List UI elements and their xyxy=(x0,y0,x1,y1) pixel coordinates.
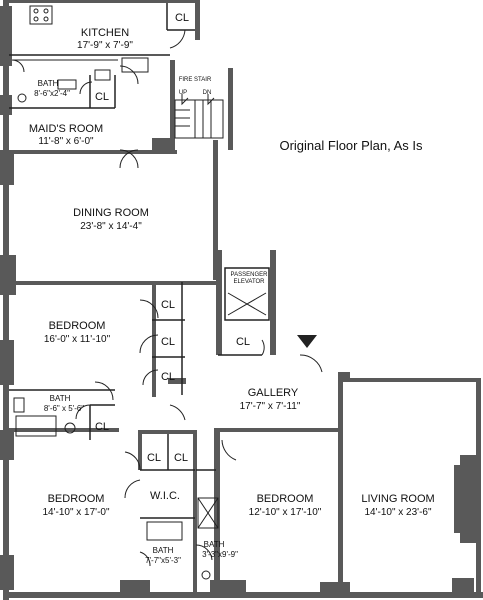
elevator-label-line2: ELEVATOR xyxy=(233,279,265,285)
living-room-dims: 14'-10" x 23'-6" xyxy=(364,507,432,518)
bath3-label: BATH xyxy=(153,546,174,555)
bath4-label: BATH xyxy=(204,540,225,549)
bedroom3-label: BEDROOM xyxy=(257,493,314,505)
wic-label: W.I.C. xyxy=(150,490,180,502)
dining-room-dims: 23'-8" x 14'-4" xyxy=(80,221,142,232)
elevator-label-line1: PASSENGER xyxy=(231,272,269,278)
maid-bath-dims: 8'-6"x2'-4" xyxy=(34,89,70,98)
bath2-closet-label: CL xyxy=(95,421,109,433)
hall-closet-a-label: CL xyxy=(147,452,161,464)
fire-stair-label: FIRE STAIR xyxy=(179,77,212,83)
gallery-label: GALLERY xyxy=(248,387,299,399)
plan-title: Original Floor Plan, As Is xyxy=(279,138,423,153)
maids-room-label: MAID'S ROOM xyxy=(29,123,103,135)
living-room-label: LIVING ROOM xyxy=(361,493,434,505)
stair-down-label: DN xyxy=(203,90,212,96)
bath4-dims: 3'-3"x9'-9" xyxy=(202,550,238,559)
bedroom1-closet1-label: CL xyxy=(161,299,175,311)
maid-bath-label: BATH xyxy=(38,79,59,88)
maid-bath-closet-label: CL xyxy=(95,91,109,103)
entry-marker-icon xyxy=(297,335,317,348)
doors xyxy=(11,29,323,567)
kitchen-closet-label: CL xyxy=(175,12,189,24)
gallery-dims: 17'-7" x 7'-11" xyxy=(240,401,301,412)
kitchen-dims: 17'-9" x 7'-9" xyxy=(77,40,133,51)
bedroom1-label: BEDROOM xyxy=(49,320,106,332)
bath3-dims: 7'-7"x5'-3" xyxy=(145,556,181,565)
room-labels: KITCHEN 17'-9" x 7'-9" CL BATH 8'-6"x2'-… xyxy=(29,12,435,565)
bedroom1-dims: 16'-0" x 11'-10" xyxy=(44,334,111,345)
dining-room-label: DINING ROOM xyxy=(73,207,149,219)
kitchen-label: KITCHEN xyxy=(81,27,129,39)
bath2-label: BATH xyxy=(50,394,71,403)
maids-room-dims: 11'-8" x 6'-0" xyxy=(38,136,94,147)
bedroom2-label: BEDROOM xyxy=(48,493,105,505)
bedroom1-closet3-label: CL xyxy=(161,371,175,383)
interior-lines xyxy=(9,3,270,580)
bedroom3-dims: 12'-10" x 17'-10" xyxy=(249,507,322,518)
bedroom1-closet2-label: CL xyxy=(161,336,175,348)
bedroom2-dims: 14'-10" x 17'-0" xyxy=(42,507,110,518)
bath2-dims: 8'-6" x 5'-6" xyxy=(44,404,84,413)
hall-closet-b-label: CL xyxy=(174,452,188,464)
stair-up-label: UP xyxy=(179,90,187,96)
elevator-closet-label: CL xyxy=(236,336,250,348)
